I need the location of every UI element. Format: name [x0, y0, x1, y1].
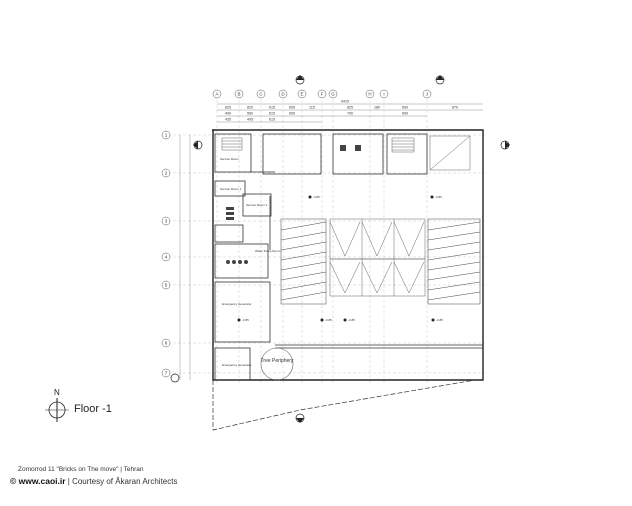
svg-text:690: 690 [402, 112, 408, 116]
grid-label-f: F [321, 92, 324, 97]
column-grid-bubbles [212, 89, 432, 99]
project-caption: Zomorrod 11 "Bricks on The move" | Tehra… [18, 466, 144, 473]
svg-text:615: 615 [269, 118, 275, 122]
tree-periphery-circle [260, 347, 294, 381]
grid-label-4: 4 [165, 255, 168, 260]
svg-text:560: 560 [247, 112, 253, 116]
grid-label-6: 6 [165, 341, 168, 346]
svg-text:690: 690 [402, 106, 408, 110]
tree-label: Tree Periphery [261, 358, 294, 364]
north-letter: N [54, 388, 60, 397]
stair-cores [221, 135, 471, 171]
svg-text:-3.85: -3.85 [436, 318, 443, 322]
service-fixtures [226, 145, 361, 264]
grid-label-3: 3 [165, 219, 168, 224]
credit-text: | Courtesy of Âkaran Architects [67, 477, 178, 486]
svg-text:Service Room 2: Service Room 2 [246, 203, 268, 207]
grid-label-1: 1 [165, 133, 168, 138]
row-grid-bubbles [161, 130, 171, 378]
grid-label-2: 2 [165, 171, 168, 176]
grid-label-7: 7 [165, 371, 168, 376]
north-arrow-icon [45, 398, 69, 422]
grid-label-j: J [426, 92, 428, 97]
svg-text:670: 670 [452, 106, 458, 110]
building-outline [212, 129, 484, 381]
svg-text:820: 820 [247, 106, 253, 110]
svg-text:615: 615 [269, 106, 275, 110]
floor-label: Floor -1 [74, 403, 112, 415]
section-markers [170, 75, 510, 423]
svg-text:115: 115 [309, 106, 315, 110]
svg-text:615: 615 [269, 112, 275, 116]
svg-text:825: 825 [225, 106, 231, 110]
grid-label-h: H [368, 92, 371, 97]
grid-label-c: C [259, 92, 263, 97]
inner-walls [214, 133, 483, 381]
parking-bays [329, 218, 426, 297]
svg-text:-3.85: -3.85 [348, 318, 355, 322]
row-grid [168, 134, 485, 374]
column-grid [216, 95, 428, 385]
svg-text:Service Room 1: Service Room 1 [220, 187, 242, 191]
dimension-texts: 9415 825 820 615 605 115 825 180 690 670… [225, 100, 458, 122]
grid-label-b: B [237, 92, 240, 97]
svg-text:-3.85: -3.85 [435, 195, 442, 199]
ramp-right [427, 218, 481, 305]
svg-text:605: 605 [289, 106, 295, 110]
dimension-lines [179, 103, 483, 380]
svg-text:495: 495 [247, 118, 253, 122]
svg-text:-3.85: -3.85 [325, 318, 332, 322]
svg-text:490: 490 [225, 112, 231, 116]
overall-dimension: 9415 [341, 100, 349, 104]
svg-text:435: 435 [225, 118, 231, 122]
grid-label-a: A [215, 92, 218, 97]
column-grid-letters: A B C D E F G H I J [215, 92, 428, 97]
svg-text:605: 605 [289, 112, 295, 116]
grid-label-g: G [331, 92, 335, 97]
grid-label-e: E [300, 92, 303, 97]
site-boundary [212, 379, 476, 431]
row-grid-numbers: 1 2 3 4 5 6 7 [165, 133, 168, 376]
ramp-left [280, 218, 327, 305]
site-link[interactable]: © www.caoi.ir [10, 476, 66, 486]
level-marks: -3.85 -3.85 -3.85 -3.85 -3.85 -3.85 [237, 195, 443, 322]
svg-text:790: 790 [347, 112, 353, 116]
room-labels: Service Room Service Room 1 Service Room… [220, 157, 281, 367]
grid-label-i: I [383, 92, 384, 97]
svg-text:180: 180 [374, 106, 380, 110]
svg-text:Service Room: Service Room [220, 157, 239, 161]
svg-text:Emergency Generator: Emergency Generator [222, 363, 252, 367]
grid-label-d: D [281, 92, 285, 97]
svg-text:-3.85: -3.85 [313, 195, 320, 199]
svg-text:825: 825 [347, 106, 353, 110]
svg-text:Water Pump Room: Water Pump Room [255, 249, 281, 253]
svg-text:Emergency Generator: Emergency Generator [222, 302, 252, 306]
credit-caption: © www.caoi.ir | Courtesy of Âkaran Archi… [10, 476, 177, 486]
grid-label-5: 5 [165, 283, 168, 288]
svg-text:-3.85: -3.85 [242, 318, 249, 322]
